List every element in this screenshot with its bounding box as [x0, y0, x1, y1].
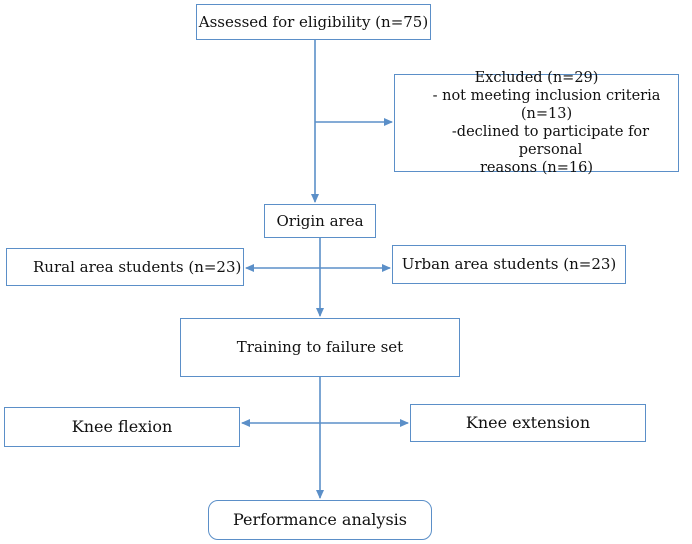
- knee-flexion-label: Knee flexion: [71, 417, 173, 436]
- performance-label: Performance analysis: [233, 510, 407, 529]
- training-box: Training to failure set: [180, 318, 460, 377]
- excluded-reason-declined: -declined to participate for personal: [451, 124, 650, 159]
- assessed-box: Assessed for eligibility (n=75): [196, 4, 431, 40]
- knee-extension-label: Knee extension: [465, 413, 591, 432]
- rural-box: Rural area students (n=23): [6, 248, 244, 286]
- knee-extension-box: Knee extension: [410, 404, 646, 442]
- knee-flexion-box: Knee flexion: [4, 407, 240, 447]
- excluded-box: Excluded (n=29) - not meeting inclusion …: [394, 70, 679, 176]
- rural-label: Rural area students (n=23): [33, 257, 242, 276]
- training-label: Training to failure set: [236, 338, 404, 357]
- assessed-label: Assessed for eligibility (n=75): [198, 12, 429, 31]
- origin-label: Origin area: [276, 211, 364, 230]
- performance-box: Performance analysis: [208, 500, 432, 540]
- excluded-title: Excluded (n=29): [474, 69, 599, 86]
- excluded-reason-personal: reasons (n=16): [480, 160, 593, 177]
- urban-label: Urban area students (n=23): [401, 255, 617, 274]
- origin-box: Origin area: [264, 204, 376, 238]
- excluded-reason-criteria: - not meeting inclusion criteria (n=13): [432, 87, 661, 122]
- urban-box: Urban area students (n=23): [392, 245, 626, 284]
